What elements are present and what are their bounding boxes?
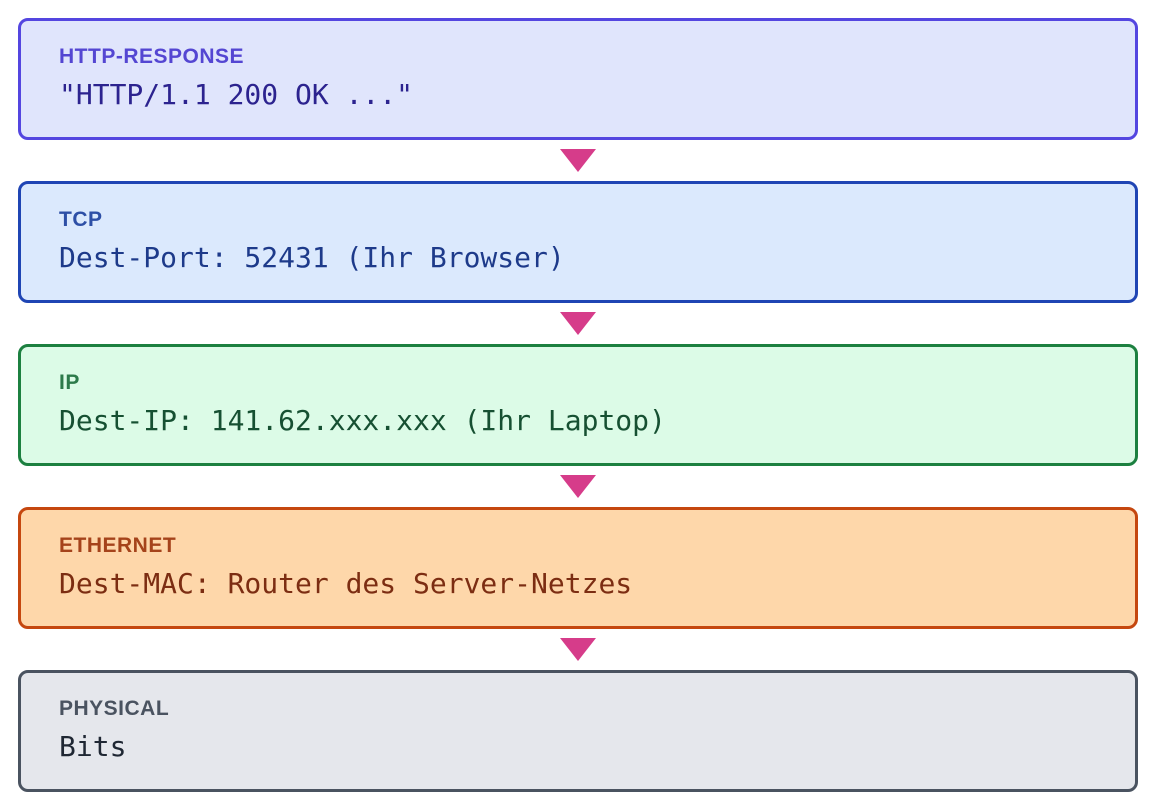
layer-value: Bits [59,730,127,763]
down-arrow-icon [560,638,596,661]
layer-http-response: HTTP-RESPONSE "HTTP/1.1 200 OK ..." [18,18,1138,140]
arrow-connector [18,303,1138,344]
layer-name: ETHERNET [59,534,177,557]
down-arrow-icon [560,475,596,498]
layer-ethernet: ETHERNET Dest-MAC: Router des Server-Net… [18,507,1138,629]
protocol-stack-diagram: HTTP-RESPONSE "HTTP/1.1 200 OK ..." TCP … [18,18,1138,792]
layer-ip: IP Dest-IP: 141.62.xxx.xxx (Ihr Laptop) [18,344,1138,466]
layer-tcp: TCP Dest-Port: 52431 (Ihr Browser) [18,181,1138,303]
layer-value: Dest-IP: 141.62.xxx.xxx (Ihr Laptop) [59,404,666,437]
layer-physical: PHYSICAL Bits [18,670,1138,792]
arrow-connector [18,466,1138,507]
layer-value: "HTTP/1.1 200 OK ..." [59,78,414,111]
arrow-connector [18,140,1138,181]
layer-name: PHYSICAL [59,697,170,720]
layer-name: HTTP-RESPONSE [59,45,245,68]
layer-value: Dest-MAC: Router des Server-Netzes [59,567,633,600]
layer-name: TCP [59,208,103,231]
layer-value: Dest-Port: 52431 (Ihr Browser) [59,241,565,274]
down-arrow-icon [560,312,596,335]
layer-name: IP [59,371,80,394]
down-arrow-icon [560,149,596,172]
arrow-connector [18,629,1138,670]
